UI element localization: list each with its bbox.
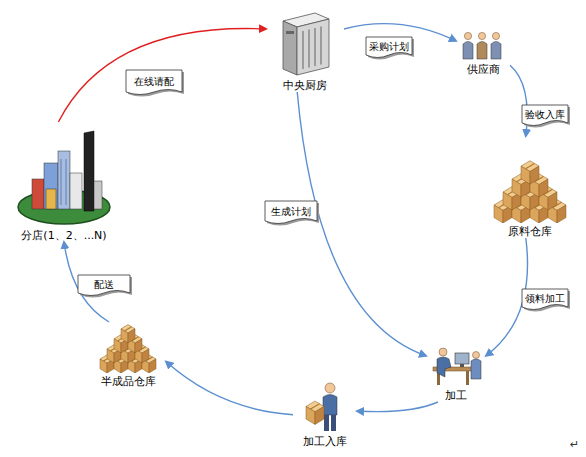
icon-part: [58, 151, 70, 209]
icon-part: [70, 173, 82, 209]
icon-part: [66, 159, 67, 205]
icon-part: [142, 349, 149, 363]
document-label: 配送: [78, 275, 130, 297]
warehouse-node: 原料仓库: [488, 136, 572, 238]
icon-part: [84, 131, 94, 211]
flow-arrow: [486, 238, 528, 356]
icon-part: [455, 353, 469, 364]
flow-arrow: [357, 402, 438, 412]
icon-part: [491, 42, 501, 60]
storage-in-node: 加工入库: [293, 374, 357, 448]
semi-warehouse-node: 半成品仓库: [90, 322, 166, 388]
node-icon: [491, 149, 569, 223]
icon-part: [308, 30, 310, 68]
edge-label: 生成计划: [271, 205, 311, 219]
edge-label: 采购计划: [369, 40, 409, 54]
icon-part: [311, 404, 320, 409]
node-icon: [461, 31, 505, 61]
icon-part: [460, 364, 464, 367]
icon-part: [286, 31, 294, 34]
icon-part: [437, 357, 451, 377]
icon-part: [324, 415, 329, 431]
icon-part: [125, 327, 132, 331]
document-label: 生成计划: [265, 201, 317, 225]
node-label: 加工入库: [303, 435, 347, 448]
document-label: 在线请配: [126, 70, 182, 96]
icon-part: [557, 205, 566, 223]
node-icon: [429, 343, 483, 387]
node-icon: [279, 11, 331, 77]
icon-part: [265, 201, 317, 224]
node-label: 中央厨房: [283, 79, 327, 92]
icon-part: [32, 179, 44, 209]
icon-part: [94, 181, 102, 209]
document-label: 验收入库: [522, 105, 568, 127]
icon-part: [325, 383, 335, 393]
icon-part: [473, 352, 480, 359]
icon-part: [315, 406, 324, 424]
icon-part: [512, 179, 521, 197]
icon-part: [320, 27, 322, 65]
icon-part: [548, 192, 557, 210]
icon-part: [314, 28, 316, 66]
branch-store-node: 分店(1、2、...N): [8, 122, 120, 242]
flow-arrow: [297, 92, 426, 356]
icon-part: [306, 406, 315, 424]
node-label: 供应商: [467, 63, 500, 76]
icon-part: [100, 359, 107, 373]
icon-part: [297, 19, 329, 75]
icon-part: [464, 32, 471, 39]
icon-part: [78, 275, 130, 296]
icon-part: [471, 359, 481, 379]
icon-part: [61, 159, 62, 205]
icon-part: [522, 289, 568, 310]
node-icon: [300, 381, 350, 433]
node-icon: [16, 129, 112, 227]
flow-arrow: [166, 362, 293, 415]
icon-part: [530, 166, 539, 184]
icon-part: [466, 371, 469, 385]
node-label: 加工: [445, 389, 467, 402]
edge-label: 领料加工: [525, 292, 565, 306]
process-node: 加工: [426, 336, 486, 402]
icon-part: [44, 163, 58, 209]
icon-part: [283, 21, 297, 75]
document-label: 采购计划: [366, 37, 412, 59]
node-label: 分店(1、2、...N): [21, 229, 106, 242]
icon-part: [302, 31, 304, 69]
flow-arrow: [510, 65, 527, 136]
node-icon: [97, 323, 159, 373]
node-label: 原料仓库: [508, 225, 552, 238]
return-mark: ↵: [570, 438, 579, 451]
icon-part: [521, 166, 530, 184]
icon-part: [126, 70, 182, 95]
node-label: 半成品仓库: [101, 375, 156, 388]
icon-part: [539, 179, 548, 197]
icon-part: [478, 32, 485, 39]
icon-part: [526, 163, 535, 168]
icon-part: [135, 339, 142, 353]
icon-part: [128, 329, 135, 343]
icon-part: [477, 42, 487, 60]
icon-part: [149, 359, 156, 373]
edge-label: 配送: [94, 278, 114, 292]
icon-part: [366, 37, 412, 58]
icon-part: [522, 105, 568, 126]
edge-label: 验收入库: [525, 108, 565, 122]
icon-part: [463, 42, 473, 60]
document-label: 领料加工: [522, 289, 568, 311]
icon-part: [331, 415, 336, 431]
supplier-node: 供应商: [456, 22, 510, 76]
icon-part: [439, 348, 447, 356]
request-arrow: [58, 29, 266, 122]
central-kitchen-node: 中央厨房: [266, 2, 344, 92]
icon-part: [46, 189, 56, 209]
icon-part: [492, 32, 499, 39]
icon-part: [323, 395, 337, 416]
edge-label: 在线请配: [134, 75, 174, 89]
